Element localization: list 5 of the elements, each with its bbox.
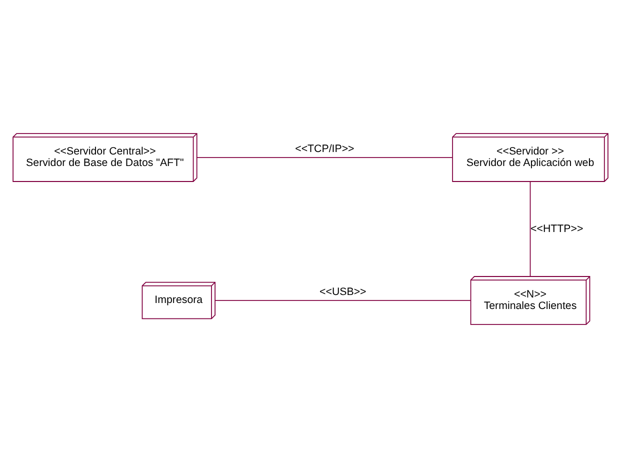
- edge-label: <<HTTP>>: [530, 222, 584, 234]
- connector: [530, 180, 531, 276]
- edge-label: <<TCP/IP>>: [295, 142, 354, 154]
- edge-label: <<USB>>: [320, 285, 366, 298]
- connector: [196, 156, 453, 158]
